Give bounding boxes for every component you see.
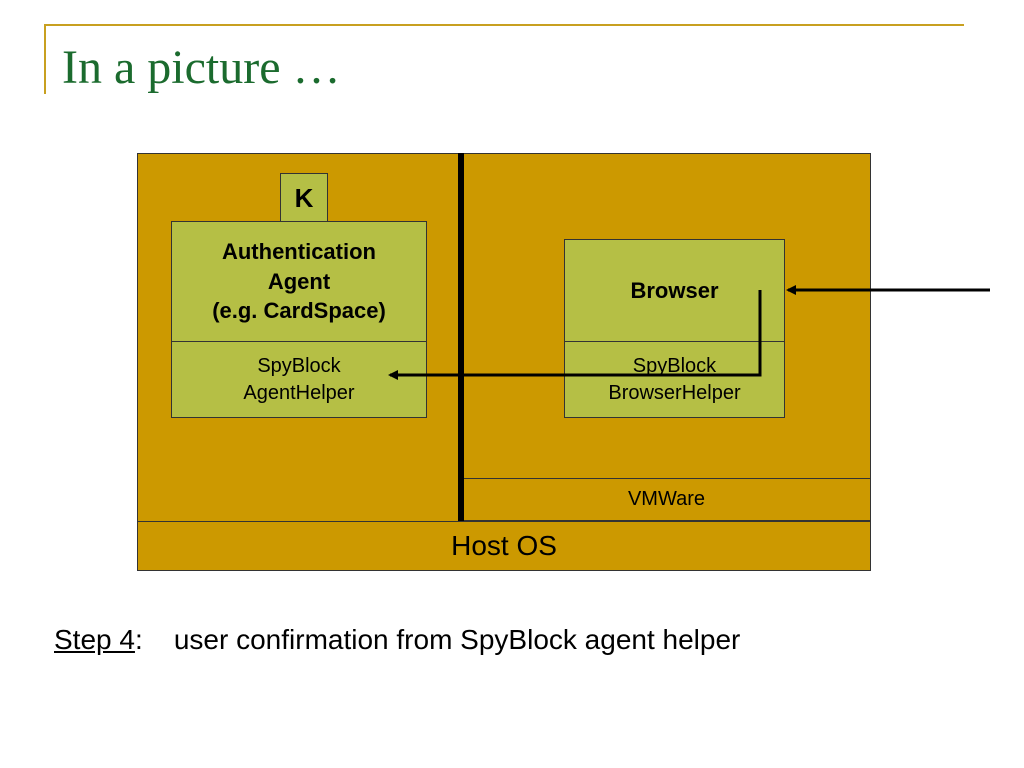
title-rule-top <box>44 24 964 26</box>
slide-title: In a picture … <box>62 41 341 94</box>
authentication-agent-box: Authentication Agent (e.g. CardSpace) <box>171 221 427 342</box>
step-separator: : <box>134 624 174 655</box>
step-caption: Step 4: user confirmation from SpyBlock … <box>54 624 740 656</box>
step-label: Step 4 <box>54 624 135 655</box>
key-box: K <box>280 173 328 223</box>
browser-box: Browser <box>564 239 785 342</box>
step-text: user confirmation from SpyBlock agent he… <box>173 624 741 655</box>
agent-helper-box: SpyBlock AgentHelper <box>171 341 427 418</box>
browser-helper-box: SpyBlock BrowserHelper <box>564 341 785 418</box>
host-os-layer: Host OS <box>137 521 871 571</box>
vmware-layer: VMWare <box>463 478 871 521</box>
isolation-divider <box>458 153 464 521</box>
title-rule-left <box>44 24 46 94</box>
